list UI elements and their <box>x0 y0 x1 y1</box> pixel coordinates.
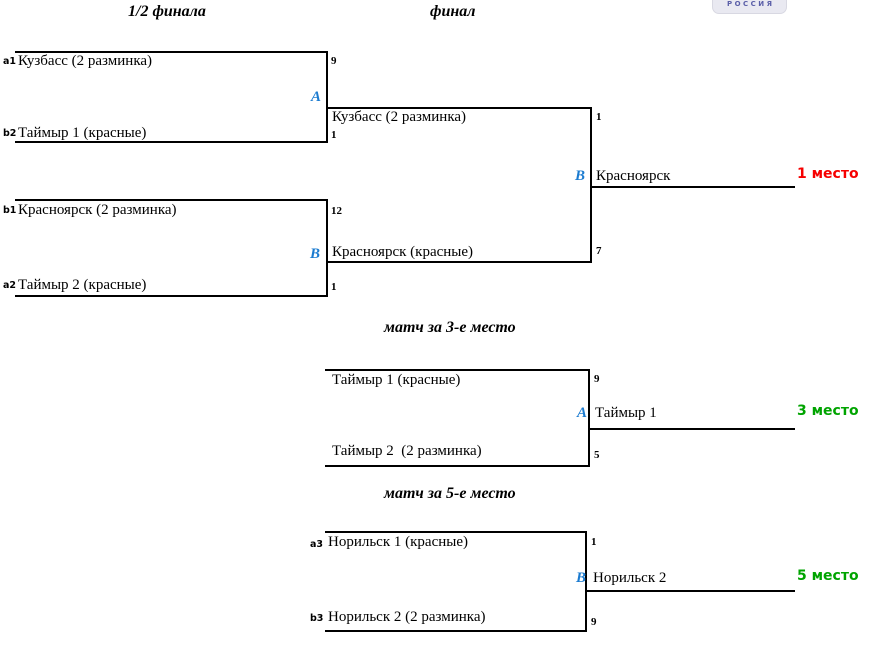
sf1-seed-top: a1 <box>3 56 17 67</box>
russia-badge-label: РОССИЯ <box>726 0 775 8</box>
final-slot-label: B <box>575 168 586 184</box>
semifinal-round-header: 1/2 финала <box>128 3 206 20</box>
final-score-bottom: 7 <box>596 245 602 257</box>
sf2-slot-label: B <box>310 246 321 262</box>
sf2-score-top: 12 <box>331 205 342 217</box>
fifth-place-team-top: Норильск 1 (красные) <box>328 534 468 550</box>
sf1-score-bottom: 1 <box>331 129 337 141</box>
third-place-title: матч за 3-е место <box>384 319 516 336</box>
fifth-place-score-top: 1 <box>591 536 597 548</box>
third-place-bracket-lines <box>325 369 590 467</box>
fifth-place-title: матч за 5-е место <box>384 485 516 502</box>
fifth-place-label: 5 место <box>797 568 859 584</box>
final-winner-line <box>592 186 795 188</box>
fifth-place-seed-bottom: b3 <box>310 613 324 624</box>
sf2-seed-top: b1 <box>3 205 17 216</box>
fifth-place-winner-name: Норильск 2 <box>593 570 667 586</box>
sf1-team-top: Кузбасс (2 разминка) <box>18 53 153 69</box>
semifinal2-bracket-lines <box>15 199 328 297</box>
third-place-score-top: 9 <box>594 373 600 385</box>
fifth-place-team-bottom: Норильск 2 (2 разминка) <box>328 609 486 625</box>
sf1-score-top: 9 <box>331 55 337 67</box>
fifth-place-winner-line <box>587 590 795 592</box>
fifth-place-bracket-lines <box>325 531 587 632</box>
final-round-header: финал <box>430 3 476 20</box>
final-score-top: 1 <box>596 111 602 123</box>
third-place-score-bottom: 5 <box>594 449 600 461</box>
sf2-team-top: Красноярск (2 разминка) <box>18 202 177 218</box>
final-winner-name: Красноярск <box>596 168 671 184</box>
semifinal1-bracket-lines <box>15 51 328 143</box>
third-place-winner-line <box>590 428 795 430</box>
final-team-bottom: Красноярск (красные) <box>332 244 474 260</box>
first-place-label: 1 место <box>797 166 859 182</box>
sf1-slot-label: A <box>311 89 322 105</box>
sf2-score-bottom: 1 <box>331 281 337 293</box>
third-place-label: 3 место <box>797 403 859 419</box>
final-bracket-lines <box>328 107 592 263</box>
fifth-place-slot-label: B <box>576 570 587 586</box>
sf2-seed-bottom: a2 <box>3 280 17 291</box>
third-place-team-top: Таймыр 1 (красные) <box>332 372 461 388</box>
sf1-seed-bottom: b2 <box>3 128 17 139</box>
final-team-top: Кузбасс (2 разминка) <box>332 109 467 125</box>
fifth-place-seed-top: a3 <box>310 539 324 550</box>
third-place-winner-name: Таймыр 1 <box>595 405 657 421</box>
russia-badge: РОССИЯ <box>712 0 787 14</box>
sf1-team-bottom: Таймыр 1 (красные) <box>18 125 147 141</box>
sf2-team-bottom: Таймыр 2 (красные) <box>18 277 147 293</box>
fifth-place-score-bottom: 9 <box>591 616 597 628</box>
third-place-slot-label: A <box>577 405 588 421</box>
third-place-team-bottom: Таймыр 2 (2 разминка) <box>332 443 482 459</box>
